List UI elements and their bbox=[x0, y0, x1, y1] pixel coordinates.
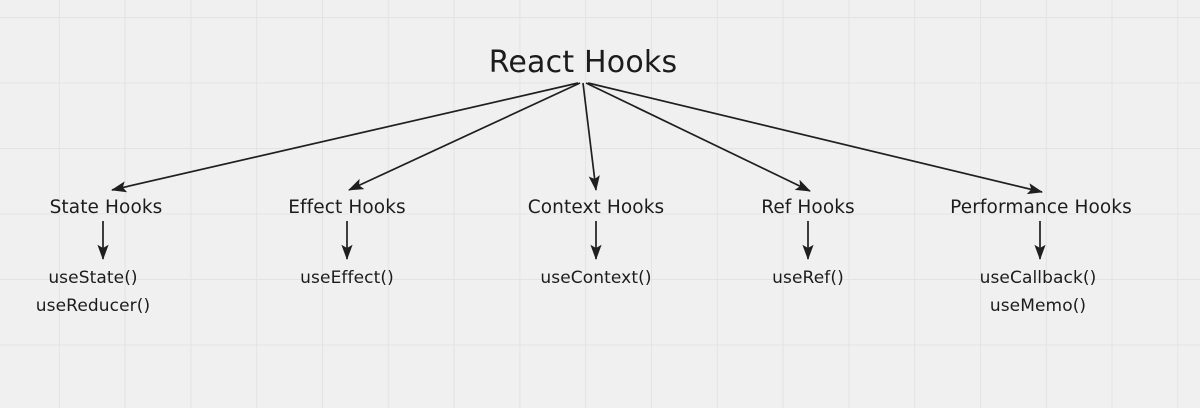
edge-root-to-effect-hooks bbox=[348, 82, 581, 191]
category-node-context-hooks: Context Hooks bbox=[527, 197, 665, 218]
edge-root-to-state-hooks bbox=[111, 82, 579, 193]
hook-item: useReducer() bbox=[35, 296, 151, 316]
hook-item: useEffect() bbox=[300, 268, 394, 288]
hook-item: useContext() bbox=[540, 268, 652, 288]
category-node-state-hooks: State Hooks bbox=[49, 197, 163, 218]
category-node-effect-hooks: Effect Hooks bbox=[288, 197, 406, 218]
edge-root-to-performance-hooks bbox=[587, 82, 1043, 195]
category-node-ref-hooks: Ref Hooks bbox=[761, 197, 855, 218]
hook-item: useRef() bbox=[772, 268, 844, 288]
hook-list-context-hooks: useContext() bbox=[540, 270, 651, 287]
hook-item: useMemo() bbox=[989, 296, 1087, 316]
edge-root-to-context-hooks bbox=[582, 82, 600, 192]
hook-list-state-hooks: useState() useReducer() bbox=[36, 270, 150, 315]
hook-item: useCallback() bbox=[979, 268, 1097, 288]
edge-root-to-ref-hooks bbox=[585, 82, 811, 192]
hook-list-ref-hooks: useRef() bbox=[772, 270, 844, 287]
category-node-performance-hooks: Performance Hooks bbox=[950, 197, 1132, 218]
hook-list-performance-hooks: useCallback() useMemo() bbox=[980, 270, 1097, 315]
hook-item: useState() bbox=[48, 268, 138, 288]
root-node-react-hooks: React Hooks bbox=[488, 45, 678, 80]
hook-list-effect-hooks: useEffect() bbox=[300, 270, 394, 287]
